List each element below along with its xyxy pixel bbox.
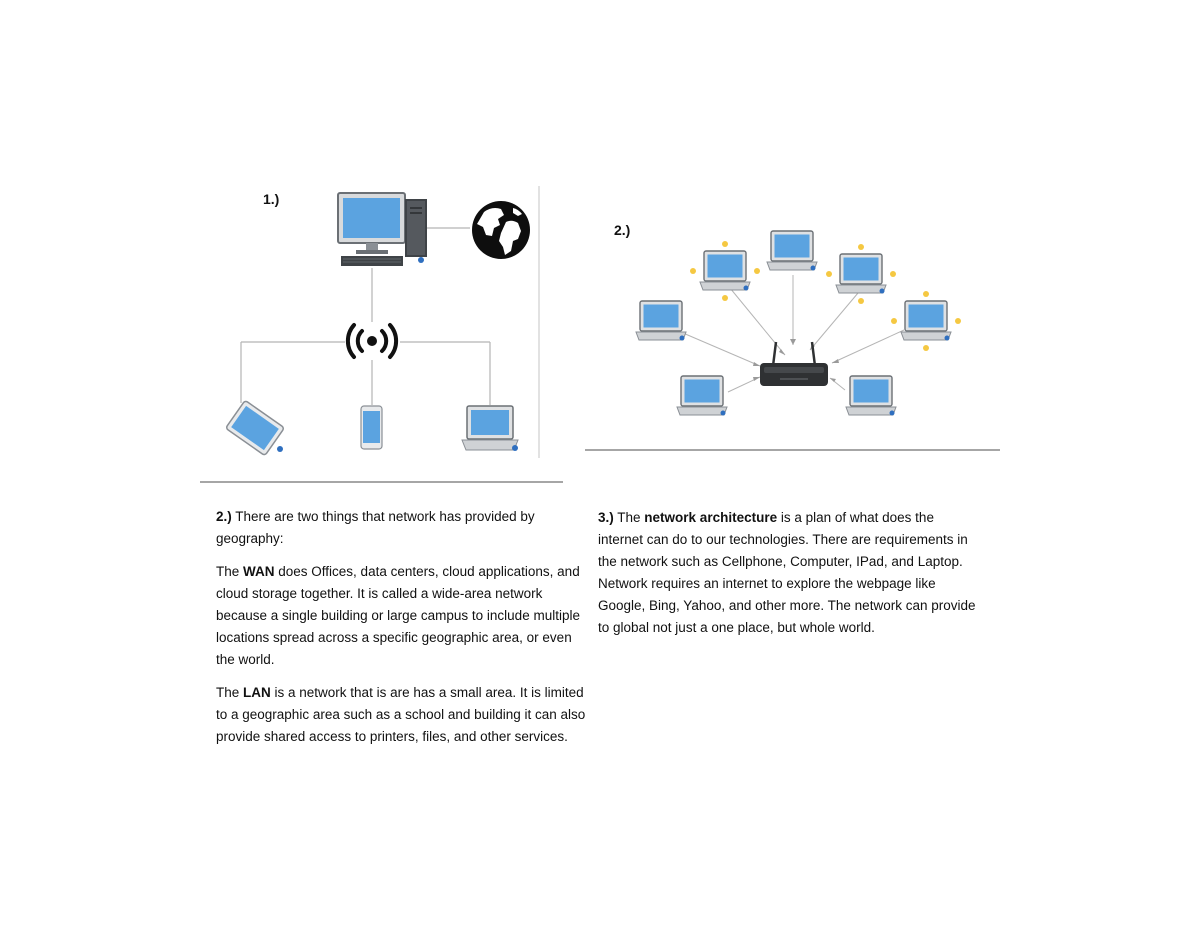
figure-2-label: 2.) — [614, 222, 631, 238]
left-text-column: 2.) There are two things that network ha… — [216, 506, 588, 759]
laptop-icon — [635, 300, 687, 341]
laptop-icon — [766, 230, 818, 271]
desktop-computer-icon — [337, 192, 427, 266]
laptop-icon — [891, 291, 961, 351]
laptop-icon — [690, 241, 760, 301]
laptop-icon — [461, 405, 519, 451]
geography-intro-paragraph: 2.) There are two things that network ha… — [216, 509, 535, 546]
figure-1-label: 1.) — [263, 191, 280, 207]
tablet-icon — [226, 400, 284, 456]
activity-dot — [754, 268, 760, 274]
activity-dot — [955, 318, 961, 324]
activity-dot — [923, 345, 929, 351]
wan-paragraph: The WAN does Offices, data centers, clou… — [216, 564, 580, 667]
figure-1-connectors — [240, 227, 491, 405]
activity-dot — [722, 295, 728, 301]
activity-dot — [826, 271, 832, 277]
router-icon — [760, 341, 828, 386]
lan-paragraph: The LAN is a network that is are has a s… — [216, 685, 586, 744]
activity-dot — [923, 291, 929, 297]
activity-dot — [722, 241, 728, 247]
right-text-column: 3.) The network architecture is a plan o… — [598, 507, 978, 650]
laptop-icon — [845, 375, 897, 416]
network-architecture-paragraph: 3.) The network architecture is a plan o… — [598, 510, 976, 635]
laptop-icon — [676, 375, 728, 416]
smartphone-icon — [360, 405, 383, 450]
activity-dot — [890, 271, 896, 277]
laptop-icon — [826, 244, 896, 304]
activity-dot — [858, 244, 864, 250]
wireless-hub-icon — [345, 323, 399, 359]
activity-dot — [891, 318, 897, 324]
globe-icon — [472, 201, 530, 259]
activity-dot — [858, 298, 864, 304]
activity-dot — [690, 268, 696, 274]
